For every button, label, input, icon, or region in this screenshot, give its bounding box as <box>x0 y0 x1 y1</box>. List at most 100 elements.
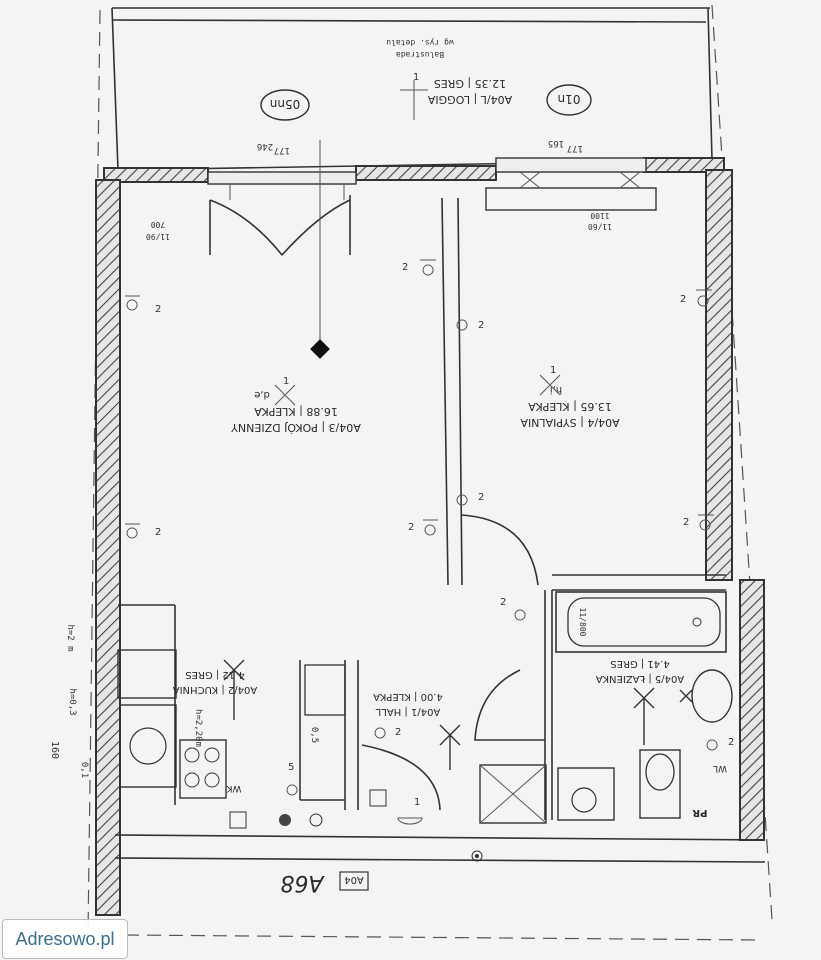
bedroom-mark: h,i <box>550 384 562 395</box>
socket-label: 2 <box>478 320 484 331</box>
socket-label: 1 <box>283 376 289 387</box>
socket-label: 2 <box>155 304 161 315</box>
light-fixtures <box>223 659 693 770</box>
bathtub <box>555 591 727 653</box>
handwritten-number: A68 <box>280 870 325 895</box>
window-right <box>485 157 657 211</box>
dim-160: 160 <box>49 741 60 759</box>
sockets: 2 2 2 2 2 2 2 2 2 2 2 5 1 1 1 1 <box>125 72 734 825</box>
dim-05: 0,5 <box>309 727 319 743</box>
room-label-hall: A04/1 | HALL 4.00 | KLEPKA <box>373 691 443 717</box>
hall-floor: KLEPKA <box>373 691 411 702</box>
socket-label: 2 <box>408 522 414 533</box>
socket-label: 1 <box>413 72 419 83</box>
wall-left <box>95 179 121 916</box>
hall-code: A04/1 <box>411 706 440 717</box>
window-right-id: 01n <box>558 92 581 106</box>
svg-text:16.88 | KLEPKA: 16.88 | KLEPKA <box>254 405 338 418</box>
kitchen-height: h=2,20m <box>193 709 203 747</box>
room-label-bathroom: A04/5 | ŁAZIENKA 4.41 | GRES <box>596 658 684 684</box>
bedroom-code: A04/4 <box>587 416 619 429</box>
bottom-devices <box>229 789 483 862</box>
wall-top-middle <box>355 165 497 181</box>
window-left-size: 11/90 <box>146 232 170 241</box>
socket-label: 2 <box>402 262 408 273</box>
window-left-id: 05nn <box>270 97 300 111</box>
window-right-b: 165 <box>548 138 564 148</box>
bath-wl: WL <box>713 763 727 773</box>
loggia-name: LOGGIA <box>427 93 470 106</box>
socket-label: 1 <box>550 365 556 376</box>
svg-text:13.65 | KLEPKA: 13.65 | KLEPKA <box>528 400 612 413</box>
living-mark: d,e <box>254 389 270 400</box>
socket-label: 2 <box>680 294 686 305</box>
bathroom-floor: GRES <box>610 658 637 669</box>
hall-name: HALL <box>375 706 401 717</box>
kitchen-name: KUCHNIA <box>173 684 219 695</box>
diamond-marker <box>310 339 330 359</box>
svg-text:A04/4 | SYPIALNI: A04/4 | SYPIALNIA <box>520 416 620 429</box>
window-left-b: 246 <box>257 141 273 151</box>
loggia-floor: GRES <box>434 77 464 90</box>
svg-text:A04/3 | POKÓJ DZ: A04/3 | POKÓJ DZIENNY <box>231 421 361 434</box>
svg-text:A04/1 | HALL: A04/1 | HALL <box>375 706 440 717</box>
bathroom-code: A04/5 <box>655 673 684 684</box>
room-label-loggia: A04/L | LOGGIA 12.35 | GRES <box>427 77 512 106</box>
bedroom-name: SYPIALNIA <box>520 416 577 429</box>
wall-bath-top <box>552 574 726 591</box>
socket-label: 2 <box>683 517 689 528</box>
bedroom-floor: KLEPKA <box>528 400 570 413</box>
window-right-a: 177 <box>567 143 583 153</box>
socket-label: 2 <box>728 737 734 748</box>
socket-label: 2 <box>478 492 484 503</box>
unit-label: A04 <box>344 874 364 885</box>
wall-right <box>705 169 733 581</box>
wardrobe <box>304 664 346 716</box>
bathroom-area: 4.41 <box>647 658 669 669</box>
kitchen-code: A04/2 <box>228 684 257 695</box>
bathtub-size: 11/800 <box>578 608 587 637</box>
living-floor: KLEPKA <box>254 405 296 418</box>
svg-text:A04/L | LOGGIA: A04/L | LOGGIA <box>427 93 512 106</box>
room-label-living: A04/3 | POKÓJ DZIENNY 16.88 | KLEPKA d,e <box>231 389 361 434</box>
living-name: POKÓJ DZIENNY <box>231 421 318 434</box>
socket-label: 5 <box>288 762 294 773</box>
door-bedroom-swing <box>461 514 539 586</box>
wall-right-lower <box>739 579 765 841</box>
dim-01: 0,1 <box>79 762 89 778</box>
wall-living-bedroom <box>441 197 463 586</box>
wall-hall-closet <box>299 660 345 801</box>
loggia-area: 12.35 <box>475 77 507 90</box>
room-label-kitchen: A04/2 | KUCHNIA 4.12 | GRES <box>173 669 258 695</box>
hall-area: 4.00 <box>421 691 443 702</box>
wall-bottom <box>114 834 766 863</box>
toilet <box>639 749 681 819</box>
wall-height-2: h=0,3 <box>67 688 77 715</box>
bath-pr: PR <box>692 807 707 818</box>
balustrade-label: Balustrada <box>396 50 444 59</box>
socket-label: 2 <box>395 727 401 738</box>
balustrade-note: wg rys. detalu <box>386 38 454 47</box>
svg-text:4.00 | KLEPKA: 4.00 | KLEPKA <box>373 691 443 702</box>
unit-label-box <box>339 871 369 891</box>
svg-text:4.41 | GRES: 4.41 | GRES <box>610 658 669 669</box>
window-left-a: 177 <box>274 145 290 155</box>
window-left <box>207 171 357 256</box>
washbasin <box>691 669 733 723</box>
kitchen-wk: WK <box>226 783 242 793</box>
washing-machine <box>557 767 615 821</box>
kitchen-floor: GRES <box>185 669 212 680</box>
svg-text:A04/2 | KUCHNIA: A04/2 | KUCHNIA <box>173 684 258 695</box>
room-label-bedroom: A04/4 | SYPIALNIA 13.65 | KLEPKA h,i <box>520 384 620 429</box>
socket-label: 2 <box>155 527 161 538</box>
door-hall-swing <box>361 744 441 811</box>
wall-bath-left <box>544 590 553 820</box>
loggia-code: A04/L <box>480 93 512 106</box>
living-code: A04/3 <box>329 421 361 434</box>
socket-label: 1 <box>414 797 420 808</box>
window-right-width: 1100 <box>590 211 609 220</box>
svg-text:12.35 | GRES: 12.35 | GRES <box>434 77 506 90</box>
window-tag-right: 01n 177 165 11/60 1100 <box>546 84 612 231</box>
svg-text:4.12 | GRES: 4.12 | GRES <box>185 669 244 680</box>
